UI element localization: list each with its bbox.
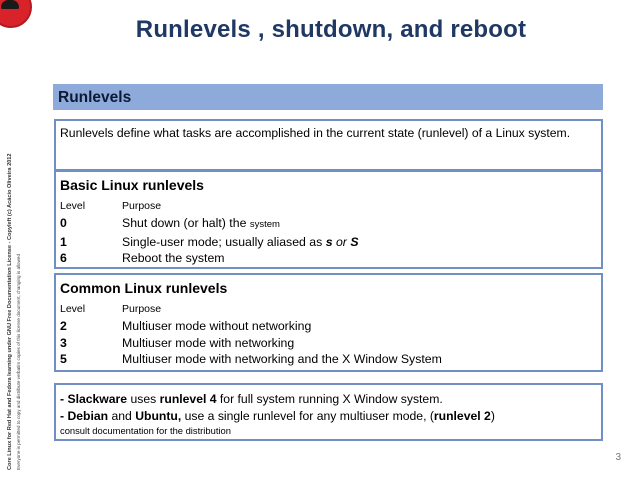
level-value: 2	[60, 319, 67, 333]
col-level: Level	[60, 200, 86, 212]
intro-text: Runlevels define what tasks are accompli…	[60, 126, 571, 140]
basic-table-header: Level Purpose	[60, 200, 601, 212]
table-row: 0 Shut down (or halt) the system	[60, 215, 601, 234]
common-runlevels-box: Common Linux runlevels Level Purpose 2 M…	[54, 273, 603, 372]
purpose-value: Shut down (or halt) the system	[122, 216, 280, 230]
sidebar-license: Core Linux for Red Hat and Fedora learni…	[2, 152, 28, 470]
hat-icon	[1, 0, 19, 9]
note-consult: consult documentation for the distributi…	[60, 425, 231, 436]
common-table-header: Level Purpose	[60, 303, 601, 315]
purpose-value: Single-user mode; usually aliased as s o…	[122, 234, 359, 249]
distro-notes-box: - Slackware uses runlevel 4 for full sys…	[54, 383, 603, 441]
level-value: 5	[60, 352, 67, 366]
col-purpose: Purpose	[122, 200, 162, 212]
section-header: Runlevels	[53, 84, 603, 110]
table-row: 3 Multiuser mode with networking	[60, 335, 601, 352]
purpose-value: Multiuser mode with networking	[122, 335, 295, 350]
level-value: 3	[60, 335, 67, 350]
col-purpose: Purpose	[122, 303, 162, 315]
basic-runlevels-box: Basic Linux runlevels Level Purpose 0 Sh…	[54, 170, 603, 269]
purpose-value: Multiuser mode without networking	[122, 319, 312, 333]
table-row: 2 Multiuser mode without networking	[60, 318, 601, 335]
table-row: 1 Single-user mode; usually aliased as s…	[60, 234, 601, 251]
license-note: Everyone is permitted to copy and distri…	[16, 253, 21, 470]
intro-box: Runlevels define what tasks are accompli…	[54, 119, 603, 171]
purpose-value: Multiuser mode with networking and the X…	[122, 352, 442, 366]
common-heading: Common Linux runlevels	[60, 280, 228, 296]
level-value: 0	[60, 216, 67, 230]
slide-title: Runlevels , shutdown, and reboot	[135, 16, 527, 43]
level-value: 1	[60, 234, 67, 249]
table-row: 6 Reboot the system	[60, 250, 601, 267]
level-value: 6	[60, 251, 67, 265]
table-row: 5 Multiuser mode with networking and the…	[60, 351, 601, 368]
purpose-value: Reboot the system	[122, 251, 225, 265]
col-level: Level	[60, 303, 86, 315]
basic-heading: Basic Linux runlevels	[60, 177, 204, 193]
note-slackware: - Slackware uses runlevel 4 for full sys…	[60, 392, 443, 406]
note-debian: - Debian and Ubuntu, use a single runlev…	[60, 409, 495, 423]
page-number: 3	[615, 452, 621, 463]
license-line: Core Linux for Red Hat and Fedora learni…	[7, 153, 13, 470]
